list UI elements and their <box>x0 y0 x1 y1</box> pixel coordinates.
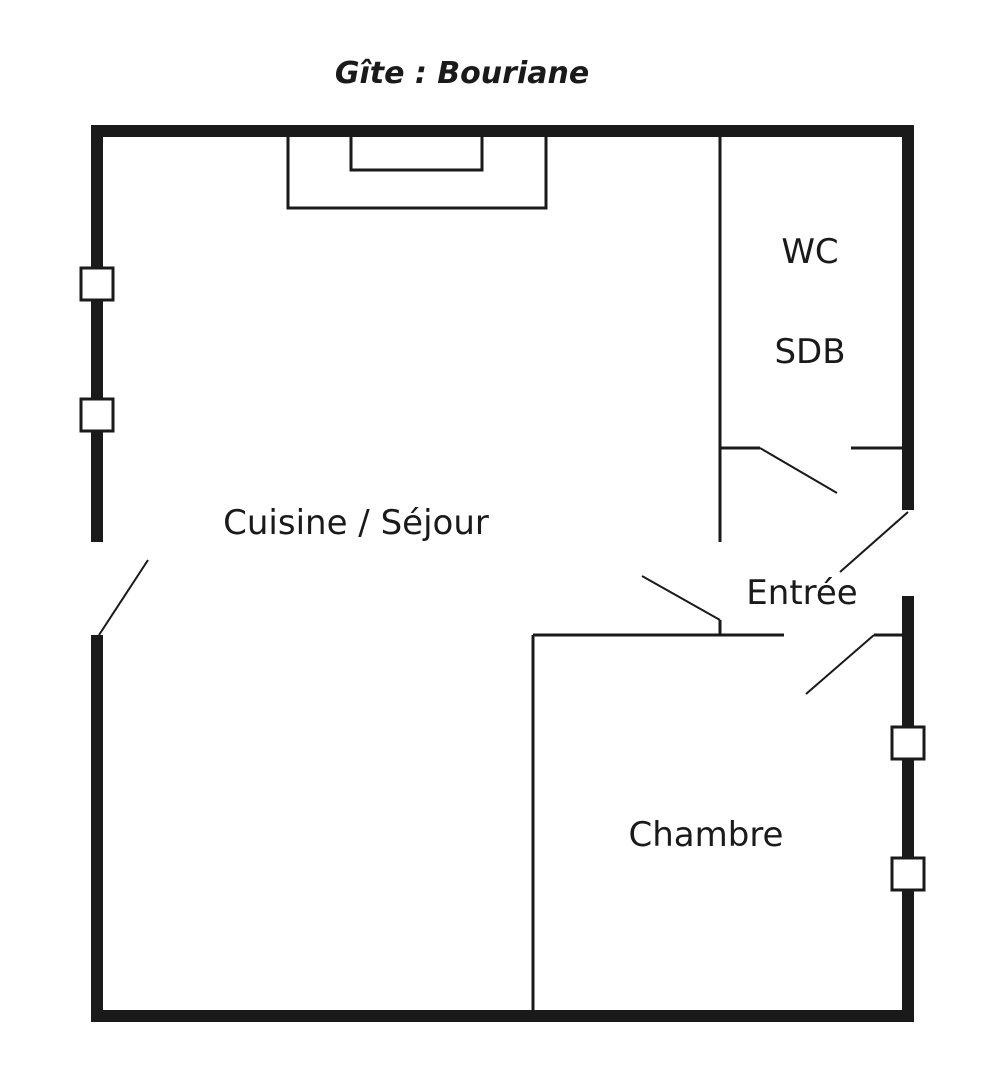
window-left-top-frame <box>79 266 115 302</box>
window-right <box>890 725 926 892</box>
interior-walls <box>531 137 902 1010</box>
room-label-wc: WC <box>781 232 838 272</box>
room-label-sdb: SDB <box>774 332 845 372</box>
room-label-entry: Entrée <box>746 573 857 613</box>
room-label-bedroom: Chambre <box>629 815 784 855</box>
door-main-left <box>98 559 149 636</box>
window-right-top-frame <box>890 725 926 761</box>
plan-title: Gîte : Bouriane <box>335 56 589 91</box>
door-bedroom <box>805 634 875 695</box>
doors <box>98 447 909 695</box>
door-living <box>641 575 721 621</box>
window-left-bottom-frame <box>79 397 115 433</box>
fireplace-inner <box>349 137 484 172</box>
fireplace-fixture <box>286 137 548 210</box>
door-entry <box>839 511 909 573</box>
fireplace-outer <box>286 137 548 210</box>
window-left <box>79 266 115 433</box>
room-label-living: Cuisine / Séjour <box>223 503 489 543</box>
window-right-bottom-frame <box>890 856 926 892</box>
door-bathroom <box>759 447 838 494</box>
